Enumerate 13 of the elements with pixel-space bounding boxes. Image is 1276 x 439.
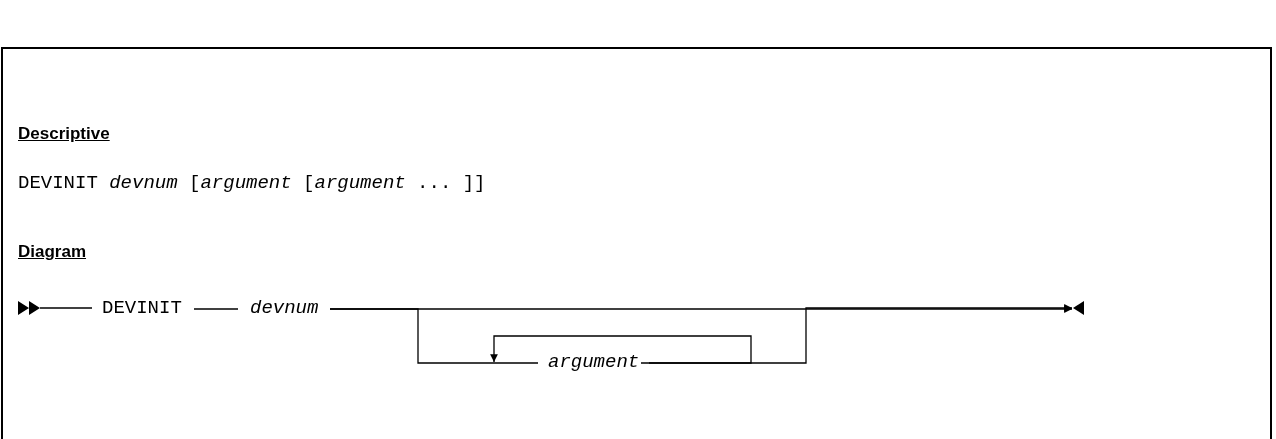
variable-term: devnum <box>248 297 321 319</box>
syntax-line: DEVINIT devnum [argument [argument ... ]] <box>18 172 486 194</box>
start-marker <box>18 301 40 315</box>
section-heading: Diagram <box>18 242 87 262</box>
track-line <box>193 308 239 310</box>
section-heading: Descriptive <box>18 124 110 144</box>
repeat-loop <box>490 335 752 364</box>
track-line <box>648 304 1073 364</box>
track-line <box>329 308 539 364</box>
keyword-term: DEVINIT <box>100 297 184 319</box>
end-marker <box>1073 301 1084 315</box>
track-line <box>39 307 93 309</box>
variable-term: argument <box>546 351 642 373</box>
